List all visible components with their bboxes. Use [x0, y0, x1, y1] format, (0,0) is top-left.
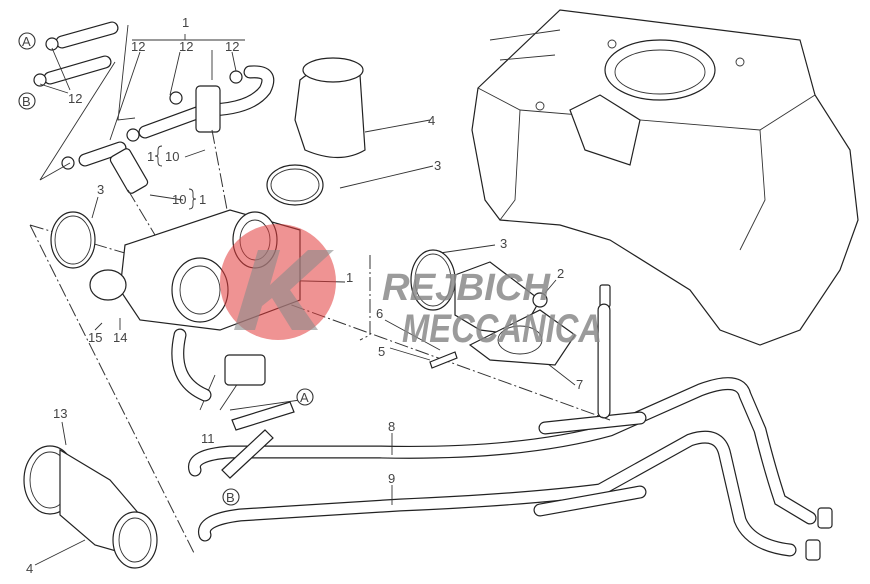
callout-labels: A B 1 12 12 12 12 1 10 10 1 3 4 3 3 2 1 …	[18, 15, 583, 576]
callout-B-bottom: B	[226, 490, 235, 505]
callout-1: 1	[199, 192, 206, 207]
callout-6: 6	[376, 306, 383, 321]
callout-4: 4	[26, 561, 33, 576]
callout-2: 2	[557, 266, 564, 281]
hose-8	[188, 377, 817, 525]
callout-4: 4	[428, 113, 435, 128]
callout-12: 12	[179, 39, 193, 54]
callout-12: 12	[68, 91, 82, 106]
hose-9	[198, 430, 797, 557]
callout-14: 14	[113, 330, 127, 345]
callout-1: 1	[346, 270, 353, 285]
callout-7: 7	[576, 377, 583, 392]
callout-15: 15	[88, 330, 102, 345]
callout-3: 3	[500, 236, 507, 251]
callout-3: 3	[97, 182, 104, 197]
drain-fittings	[597, 284, 833, 561]
callout-5: 5	[378, 344, 385, 359]
callout-B-top: B	[22, 94, 31, 109]
connector-b-marker	[18, 92, 36, 110]
watermark-line1: REJBICH	[382, 267, 552, 309]
callout-9: 9	[388, 471, 395, 486]
callout-8: 8	[388, 419, 395, 434]
watermark-logo: REJBICH MECCANICA	[220, 224, 602, 351]
airbox	[471, 9, 859, 346]
brace	[154, 145, 163, 167]
callout-A-top: A	[22, 34, 31, 49]
watermark-k-glyph	[234, 250, 334, 330]
callout-3: 3	[434, 158, 441, 173]
fuel-hoses	[33, 21, 275, 261]
watermark-line2: MECCANICA	[402, 307, 602, 351]
callout-13: 13	[53, 406, 67, 421]
callout-11: 11	[201, 431, 215, 446]
callout-A-bottom: A	[300, 390, 309, 405]
callout-12: 12	[225, 39, 239, 54]
callout-1-top: 1	[182, 15, 189, 30]
clamps-and-boots	[23, 57, 576, 569]
callout-12: 12	[131, 39, 145, 54]
callout-10: 10	[165, 149, 179, 164]
callout-1: 1	[147, 149, 154, 164]
connector-b-marker	[222, 488, 240, 506]
callout-10: 10	[172, 192, 186, 207]
connector-a-marker	[296, 388, 314, 406]
brace	[188, 188, 197, 210]
connector-a-marker	[18, 32, 36, 50]
